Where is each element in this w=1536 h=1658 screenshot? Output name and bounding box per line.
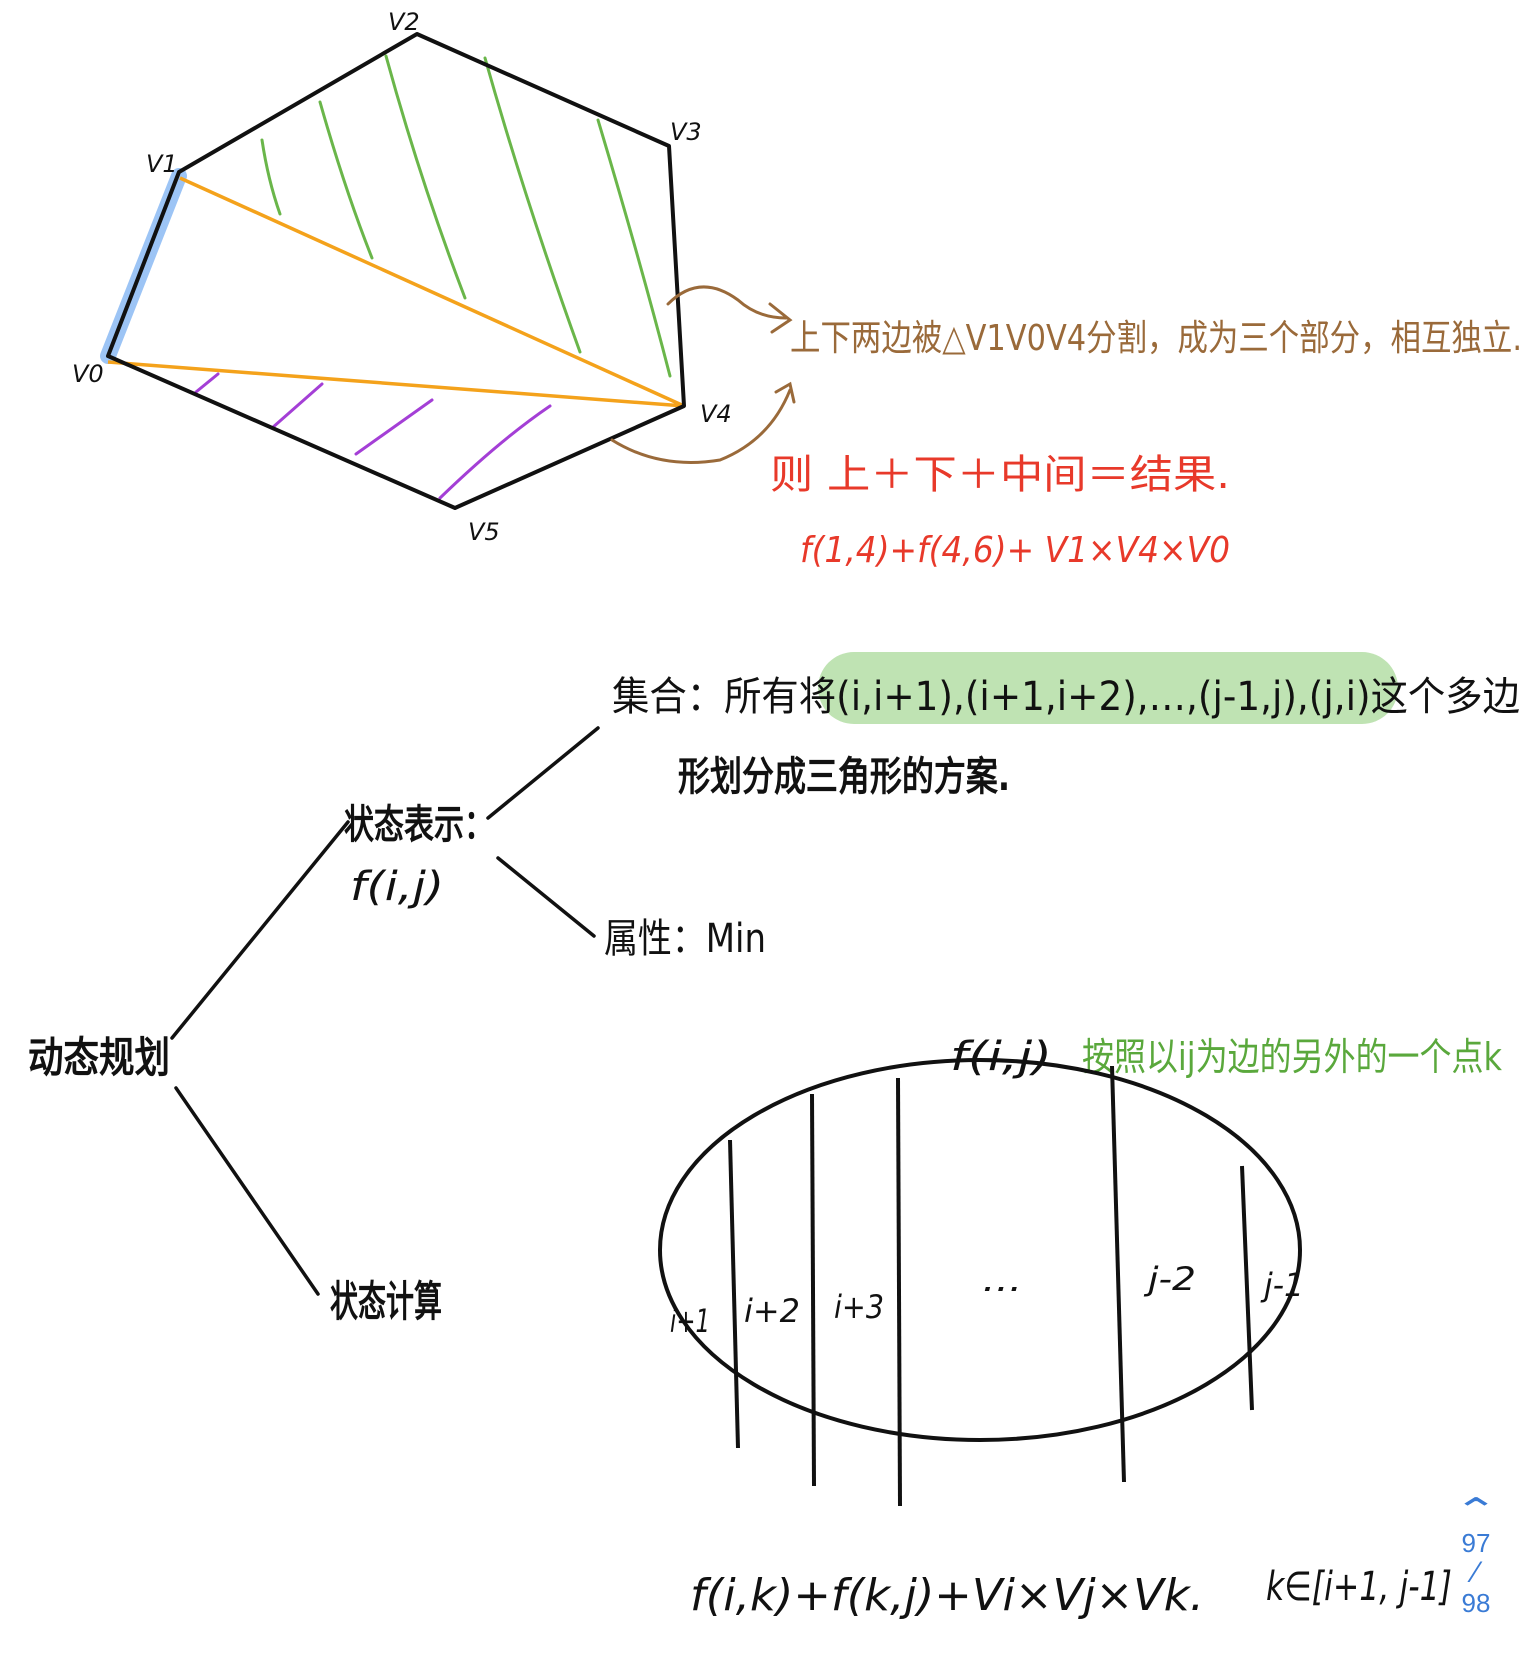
k-range-label: k∈[i+1, j-1] — [1266, 1564, 1452, 1610]
attribute-label: 属性：Min — [604, 916, 766, 962]
chevron-up-icon[interactable]: ⌃ — [1453, 1492, 1499, 1530]
page-indicator: ⌃ 97 ⁄ 98 — [1446, 1494, 1506, 1618]
state-representation-label: 状态表示： — [344, 802, 494, 848]
recurrence-formula: f(i,k)+f(k,j)+Vi×Vj×Vk. — [690, 1570, 1204, 1621]
annotation-triangle-formula: f(1,4)+f(4,6)+ V1×V4×V0 — [800, 530, 1230, 571]
tree-root-label: 动态规划 — [28, 1033, 170, 1082]
hexagon-diagram: V0 V1 V2 V3 V4 V5 — [72, 8, 796, 546]
vertex-label: V0 — [72, 360, 104, 388]
vertex-label: V3 — [670, 118, 702, 146]
vertex-label: V4 — [700, 400, 732, 428]
vertex-label: V2 — [388, 8, 420, 36]
partition-cell-label: i+2 — [744, 1292, 800, 1330]
annotation-arrows — [610, 285, 796, 464]
partition-cell-label: ··· — [980, 1270, 1020, 1308]
diagonals — [107, 176, 685, 408]
concept-tree — [170, 726, 600, 1296]
state-computation-label: 状态计算 — [330, 1277, 442, 1326]
set-definition-line2: 形划分成三角形的方案. — [678, 754, 1010, 800]
partition-title: f(i,j) — [950, 1034, 1052, 1080]
partition-note: 按照以ij为边的另外的一个点k — [1082, 1035, 1502, 1079]
green-hatching — [260, 54, 672, 378]
partition-cell-label: j-2 — [1143, 1260, 1196, 1298]
current-page-number: 97 — [1461, 1528, 1491, 1558]
hexagon-outline — [106, 32, 686, 510]
partition-ellipse — [658, 1058, 1302, 1507]
set-definition-highlight — [818, 652, 1398, 724]
annotation-partition-note: 上下两边被△V1V0V4分割，成为三个部分，相互独立. — [790, 318, 1522, 359]
partition-cell-label: j-1 — [1260, 1266, 1304, 1304]
set-definition-line1: 集合：所有将(i,i+1),(i+1,i+2),…,(j-1,j),(j,i)这… — [612, 674, 1520, 720]
partition-cell-label: i+3 — [834, 1288, 884, 1326]
page-separator: ⁄ — [1473, 1556, 1479, 1589]
vertex-label: V1 — [146, 150, 178, 178]
purple-hatching — [194, 372, 552, 500]
state-function-label: f(i,j) — [350, 864, 444, 910]
annotation-result-note: 则 上＋下＋中间＝结果. — [770, 452, 1230, 498]
vertex-label: V5 — [468, 518, 500, 546]
total-page-number: 98 — [1461, 1588, 1491, 1618]
partition-cell-label: i+1 — [670, 1302, 710, 1340]
